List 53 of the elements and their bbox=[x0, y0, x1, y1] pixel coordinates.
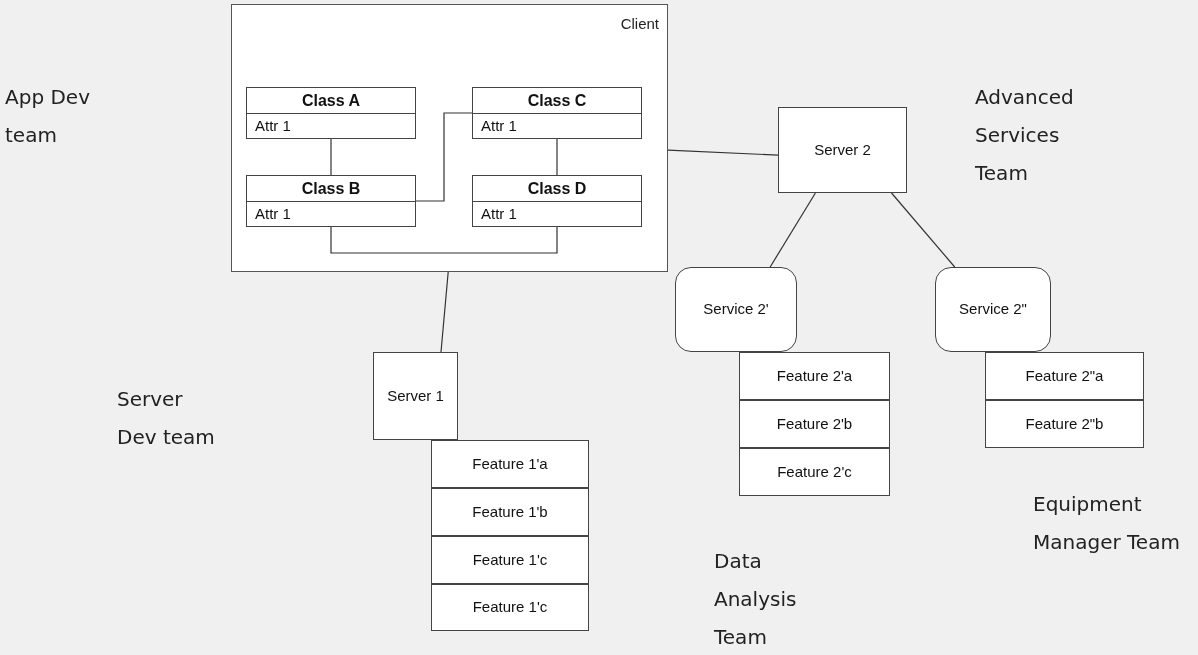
node-label: Feature 2"b bbox=[1025, 413, 1104, 434]
feature-box bbox=[431, 536, 589, 584]
class-box bbox=[246, 175, 416, 227]
team-label: Server Dev team bbox=[117, 386, 216, 451]
feature-box bbox=[431, 488, 589, 536]
service-box bbox=[675, 267, 797, 352]
class-box bbox=[472, 87, 642, 139]
node-label: Feature 1'b bbox=[472, 501, 548, 522]
feature-box bbox=[431, 584, 589, 631]
container-title: Client bbox=[620, 14, 659, 34]
class-box bbox=[472, 175, 642, 227]
class-attribute: Attr 1 bbox=[480, 116, 518, 136]
connector-line bbox=[440, 271, 449, 353]
connector-line bbox=[330, 138, 332, 176]
connector-line bbox=[667, 149, 779, 156]
team-label: App Dev team bbox=[5, 84, 91, 149]
class-box bbox=[246, 87, 416, 139]
feature-box bbox=[739, 448, 890, 496]
connector-line bbox=[769, 192, 816, 268]
node-label: Feature 2'b bbox=[776, 413, 853, 434]
server-box bbox=[778, 107, 907, 193]
feature-box bbox=[985, 352, 1144, 400]
team-label: Equipment Manager Team bbox=[1033, 491, 1181, 556]
connector-line bbox=[890, 192, 956, 268]
class-attribute: Attr 1 bbox=[254, 116, 292, 136]
connector-line bbox=[415, 112, 473, 202]
node-label: Feature 2"a bbox=[1025, 365, 1104, 386]
feature-box bbox=[431, 440, 589, 488]
team-label: Data Analysis Team bbox=[714, 548, 798, 651]
node-label: Service 2' bbox=[703, 299, 769, 320]
class-name: Class D bbox=[473, 176, 641, 202]
node-label: Feature 2'c bbox=[777, 461, 852, 482]
connector-line bbox=[330, 226, 558, 254]
node-label: Feature 1'a bbox=[472, 453, 548, 474]
class-name: Class C bbox=[473, 88, 641, 114]
service-box bbox=[935, 267, 1051, 352]
class-attribute: Attr 1 bbox=[254, 204, 292, 224]
connector-line bbox=[556, 138, 558, 176]
feature-box bbox=[985, 400, 1144, 448]
feature-box bbox=[739, 400, 890, 448]
team-label: Advanced Services Team bbox=[975, 84, 1075, 187]
node-label: Feature 1'c bbox=[472, 597, 548, 618]
node-label: Feature 2'a bbox=[776, 365, 853, 386]
server-box bbox=[373, 352, 458, 440]
client-container bbox=[231, 4, 668, 272]
class-name: Class B bbox=[247, 176, 415, 202]
node-label: Feature 1'c bbox=[472, 549, 548, 570]
feature-box bbox=[739, 352, 890, 400]
node-label: Server 1 bbox=[387, 385, 444, 406]
class-attribute: Attr 1 bbox=[480, 204, 518, 224]
class-name: Class A bbox=[247, 88, 415, 114]
node-label: Server 2 bbox=[814, 139, 871, 160]
node-label: Service 2" bbox=[959, 299, 1027, 320]
